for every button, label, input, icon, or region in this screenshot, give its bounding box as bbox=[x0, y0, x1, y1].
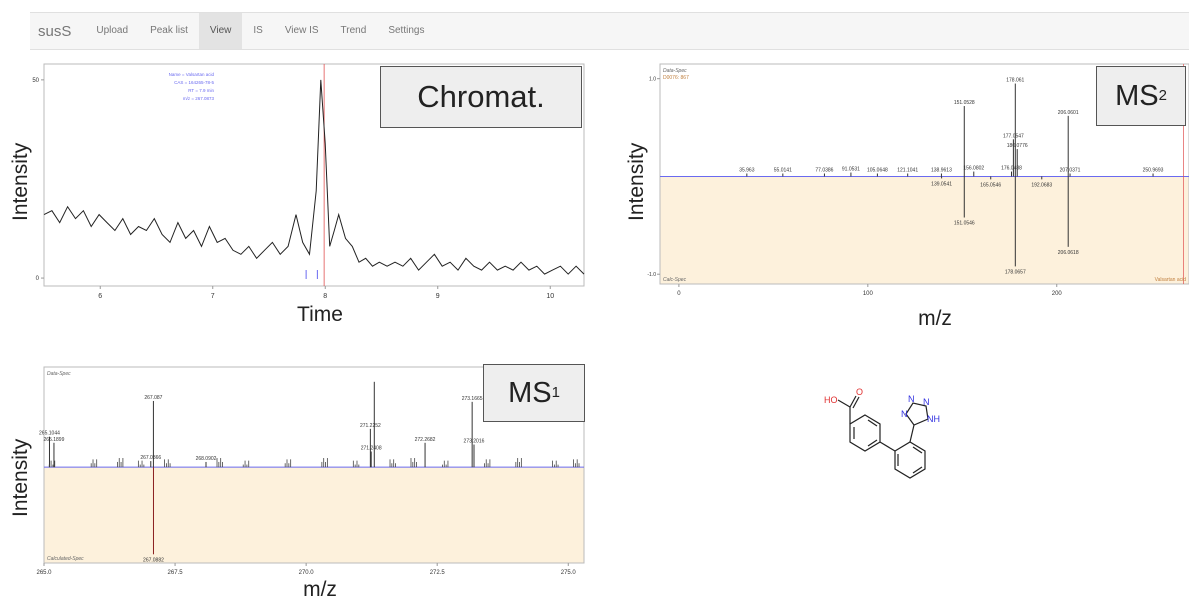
calc-peak-label: 267.0882 bbox=[143, 557, 164, 563]
data-peak-label: 206.0601 bbox=[1058, 110, 1079, 116]
data-spec-label: Data-Spec bbox=[47, 371, 71, 377]
svg-text:NH: NH bbox=[927, 414, 940, 424]
chromat-tag-text: Chromat. bbox=[417, 79, 545, 114]
data-peak-label: 77.0386 bbox=[815, 168, 833, 174]
svg-text:O: O bbox=[856, 387, 863, 397]
svg-text:N: N bbox=[901, 409, 908, 419]
calc-peak-label: 165.0546 bbox=[980, 182, 1001, 188]
x-tick-label: 0 bbox=[677, 291, 681, 297]
calc-spec-label: Calc-Spec bbox=[663, 277, 687, 283]
x-tick-label: 100 bbox=[863, 291, 874, 297]
data-peak-label: 271.2252 bbox=[360, 423, 381, 429]
data-spec-label: Data-Spec bbox=[663, 68, 687, 74]
svg-text:N: N bbox=[923, 397, 930, 407]
calc-spec-label: Calculated-Spec bbox=[47, 556, 84, 562]
data-peak-label: 207.0371 bbox=[1060, 168, 1081, 174]
data-peak-label: 267.0366 bbox=[140, 455, 161, 461]
data-peak-label: 105.0648 bbox=[867, 168, 888, 174]
data-spec-sublabel: D0076: 867 bbox=[663, 75, 689, 81]
nav-trend[interactable]: Trend bbox=[340, 25, 367, 36]
x-tick-label: 10 bbox=[546, 293, 554, 300]
data-peak-label: 250.9693 bbox=[1143, 168, 1164, 174]
data-peak-label: 271.2408 bbox=[361, 445, 382, 451]
data-peak-label: 273.1665 bbox=[462, 396, 483, 402]
data-peak-label: 35.963 bbox=[739, 168, 755, 174]
y-tick-label: -1.0 bbox=[647, 272, 656, 278]
x-tick-label: 7 bbox=[211, 293, 215, 300]
nav-settings[interactable]: Settings bbox=[388, 25, 425, 36]
nav-upload[interactable]: Upload bbox=[96, 25, 129, 36]
legend-line: m/z = 267.0873 bbox=[183, 96, 215, 101]
y-tick-label: 50 bbox=[32, 78, 39, 84]
chromatogram-ylabel: Intensity bbox=[9, 142, 32, 221]
nav-view[interactable]: View bbox=[198, 13, 243, 49]
navbar: susS Upload Peak list View IS View IS Tr… bbox=[30, 12, 1189, 50]
nav-peak-list[interactable]: Peak list bbox=[150, 25, 188, 36]
calc-peak-label: 206.0618 bbox=[1058, 250, 1079, 256]
data-peak-label: 265.1044 bbox=[39, 431, 60, 437]
spectrum-frame bbox=[659, 63, 1189, 285]
data-peak-label: 151.0528 bbox=[954, 100, 975, 106]
data-peak-label: 265.1899 bbox=[44, 437, 65, 443]
nav-view-is[interactable]: View IS bbox=[284, 25, 319, 36]
data-peak-label: 156.0802 bbox=[963, 166, 984, 172]
nav-is[interactable]: IS bbox=[253, 25, 263, 36]
spectrum-frame bbox=[43, 366, 585, 564]
chromatogram-trace bbox=[43, 79, 585, 275]
x-tick-label: 270.0 bbox=[299, 570, 315, 576]
app-brand[interactable]: susS bbox=[38, 22, 72, 40]
legend-line: CAS = 164265-78-5 bbox=[174, 80, 214, 85]
y-tick-label: 0 bbox=[36, 276, 40, 282]
ms1-xlabel: m/z bbox=[303, 578, 337, 601]
x-tick-label: 9 bbox=[436, 293, 440, 300]
ms2-xlabel: m/z bbox=[918, 307, 952, 330]
data-peak-label: 272.2682 bbox=[415, 437, 436, 443]
x-tick-label: 272.5 bbox=[430, 570, 446, 576]
calc-peak-label: 139.0541 bbox=[931, 181, 952, 187]
data-peak-label: 138.9613 bbox=[931, 168, 952, 174]
calc-spec-region bbox=[660, 176, 1189, 284]
legend-line: Name = Valsartan acid bbox=[169, 72, 215, 77]
x-tick-label: 200 bbox=[1052, 291, 1063, 297]
x-tick-label: 267.5 bbox=[168, 570, 184, 576]
ms1-tag-text: MS bbox=[508, 376, 552, 409]
data-peak-label: 121.1041 bbox=[897, 168, 918, 174]
y-tick-label: 1.0 bbox=[649, 77, 656, 83]
calc-peak-label: 151.0546 bbox=[954, 221, 975, 227]
x-tick-label: 265.0 bbox=[36, 570, 52, 576]
ms2-ylabel: Intensity bbox=[625, 142, 648, 221]
data-peak-label: 177.0547 bbox=[1003, 133, 1024, 139]
data-peak-label: 55.0141 bbox=[774, 168, 792, 174]
calc-spec-region bbox=[44, 467, 584, 563]
x-tick-label: 8 bbox=[323, 293, 327, 300]
compound-label: Valsartan acid bbox=[1155, 277, 1187, 283]
data-peak-label: 267.087 bbox=[144, 395, 162, 401]
data-peak-label: 273.2016 bbox=[464, 439, 485, 445]
data-peak-label: 268.0902 bbox=[196, 456, 217, 462]
calc-peak-label: 178.0657 bbox=[1005, 269, 1026, 275]
legend-line: RT = 7.9 min bbox=[188, 88, 214, 93]
chromatogram-xlabel: Time bbox=[297, 303, 343, 326]
data-peak-label: 91.0531 bbox=[842, 167, 860, 173]
svg-text:N: N bbox=[908, 394, 915, 404]
chromat-tag: Chromat. bbox=[380, 66, 582, 128]
ms2-tag-text: MS bbox=[1115, 79, 1159, 112]
ms1-ylabel: Intensity bbox=[9, 438, 32, 517]
calc-peak-label: 192.0683 bbox=[1031, 182, 1052, 188]
svg-text:HO: HO bbox=[824, 395, 838, 405]
data-peak-label: 180.0776 bbox=[1007, 143, 1028, 149]
x-tick-label: 275.0 bbox=[561, 570, 577, 576]
data-peak-label: 176.0488 bbox=[1001, 166, 1022, 172]
x-tick-label: 6 bbox=[98, 293, 102, 300]
data-peak-label: 178.061 bbox=[1006, 78, 1024, 84]
molecule-structure: HO O N N N NH bbox=[824, 387, 940, 479]
